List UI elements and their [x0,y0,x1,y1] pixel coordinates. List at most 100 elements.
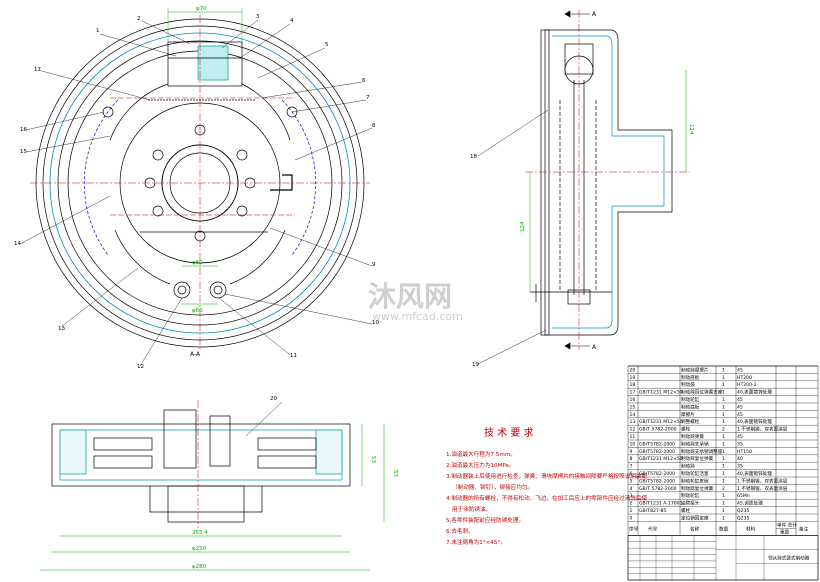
bom-cell-material: 1.不锈钢锻，双表面涂层 [737,485,788,492]
bom-cell-code: GB/T1231 A-17001 [639,501,683,507]
bom-cell-name: 螺栓 [681,426,691,433]
bom-cell-no: 2 [630,501,633,507]
bom-cell-name: 制动底板 [681,374,700,381]
callout-8: 8 [372,123,376,129]
section-view-label: A-A [190,351,201,358]
bom-cell-name: 制动蹄摩擦片 [681,366,709,373]
bom-cell-no: 12 [630,427,636,433]
watermark-text: 沐风网 [368,280,452,313]
callout-19: 19 [472,362,479,368]
bom-cell-code: GB/T1231 M12×50 [639,419,683,425]
bom-cell-no: 14 [630,412,636,418]
bom-header-qty: 数量 [719,525,729,532]
bom-cell-name: 制动蹄支承销 [681,440,709,447]
bom-header-no: 序号 [629,525,639,532]
bom-cell-code: GB/T5782-2000 [639,441,675,447]
bom-cell-name: 制动蹄回位弹簧支座 [681,389,723,396]
tech-title: 技 术 要 求 [484,426,534,439]
bom-header-weight: 单件 总计 [777,521,797,528]
bom-cell-code: GB/T1231 M12×50 [639,456,683,462]
tech-item-9: 7.未注倒角为1°×45°。 [446,538,506,546]
bom-cell-material: 40 [737,456,743,462]
view-labels: A A A-A [190,11,597,358]
dim-front-top: φ70 [196,6,207,12]
dim-front-bottom2: φ60 [192,308,203,314]
bom-cell-name: 油管接头 [681,500,700,507]
bom-cell-name: 制动轮缸皮碗 [681,477,709,484]
tech-item-1: 1.油道最大行程为7.5mm。 [446,450,516,458]
bom-cell-name: 制动鼓 [681,381,695,388]
section-arrows [564,10,590,350]
bom-cell-code: GB/T5782-2000 [639,471,675,477]
bom-cell-material: 35 [737,441,743,447]
bom-cell-qty: 1 [722,367,725,373]
watermark: 沐风网 www.mfcad.com [368,280,463,323]
bom-cell-qty: 1 [722,375,725,381]
dim-top-outer: φ280 [192,564,207,570]
bom-cell-no: 16 [630,397,636,403]
tech-item-2: 2.油道最大压力为10MPa。 [446,461,515,469]
bom-cell-no: 19 [630,375,636,381]
bom-cell-qty: 2 [722,427,725,433]
bom-cell-code: GB/T5782-2000 [639,478,675,484]
bom-cell-code: GB/T 5782-2000 [639,427,677,433]
bom-cell-no: 11 [630,434,636,440]
bom-cell-name: 制动轮缸活塞 [681,470,709,477]
bom-cell-no: 8 [630,456,633,462]
bom-cell-material: HT150 [737,449,752,455]
bom-cell-name: 制动底板 [681,403,700,410]
bom-cell-material: 45 [737,397,743,403]
bom-cell-qty: 1 [722,382,725,388]
bom-cell-no: 4 [630,486,633,492]
bom-cell-material: HT200-2 [737,382,757,388]
bom-cell-material: 45 [737,367,743,373]
callout-12: 12 [137,364,144,370]
section-label-bottom: A [592,344,597,351]
bom-cell-no: 9 [630,449,633,455]
bom-cell-qty: 1 [722,412,725,418]
bom-cell-no: 20 [630,367,636,373]
bom-cell-qty: 1 [722,478,725,484]
bom-cell-no: 13 [630,419,636,425]
bom-header-note: 备注 [799,525,809,532]
tech-item-3: 3.制动器装上后使用进行检查，弹簧、滑块摩擦片的接触间隙要严格按照说明装配 [446,472,648,480]
bom-cell-material: 40,表面镀锌处理 [737,470,772,477]
title-block-title: 领从蹄式鼓式制动器 [768,554,810,561]
callout-18: 18 [470,154,477,160]
callout-numbers: 1 2 3 4 5 6 7 8 9 10 11 12 13 14 15 16 1… [14,14,479,402]
bom-header-weight-unit: 重量 [780,528,790,535]
bom-cell-no: 15 [630,404,636,410]
bom-cell-material: 1.不锈钢锻，双表面涂层 [737,477,788,484]
bom-cell-qty: 1 [722,493,725,499]
dim-top-inner: 255.4 [192,530,208,536]
tech-item-4: （制动器、铆钉），铆接应均匀。 [452,483,533,491]
bom-cell-name: 制动蹄支承销调整座 [681,448,723,455]
callout-15: 15 [20,149,27,155]
bom-cell-code: GB/T827-85 [639,508,666,514]
tech-item-6: 用于涂防锈油。 [452,505,491,513]
tech-item-8: 6.去毛刺。 [446,527,474,535]
dim-top-height: 53 [370,456,376,463]
callout-14: 14 [14,241,21,247]
dim-top-middle: φ250 [192,546,207,552]
bom-cell-no: 10 [630,441,636,447]
bom-cell-material: Q235 [737,515,749,521]
bom-cell-material: 1.不锈钢锻，双表面涂层 [737,426,788,433]
callout-17: 17 [34,67,41,73]
callout-10: 10 [372,320,379,326]
bom-cell-qty: 2 [722,486,725,492]
bom-cell-name: 制动蹄复位弹簧 [681,485,714,492]
bom-cell-material: Q235 [737,508,749,514]
bom-cell-material: 40,表面镀锌处理 [737,389,772,396]
dimension-texts: φ70 φ60 φ60 124 124 255.4 φ250 φ280 53 5… [192,6,694,570]
callout-16: 16 [20,127,27,133]
bom-cell-no: 7 [630,464,633,470]
bom-cell-name: 制动蹄复位弹簧 [681,455,714,462]
section-view [40,400,385,571]
bom-cell-no: 5 [630,478,633,484]
bom-cell-qty: 1 [722,419,725,425]
bom-cell-name: 摩擦片 [681,411,695,418]
bom-cell-name: 调整螺栓 [681,418,700,425]
callout-7: 7 [366,95,370,101]
bom-cell-name: 制动轮缸 [681,492,700,499]
